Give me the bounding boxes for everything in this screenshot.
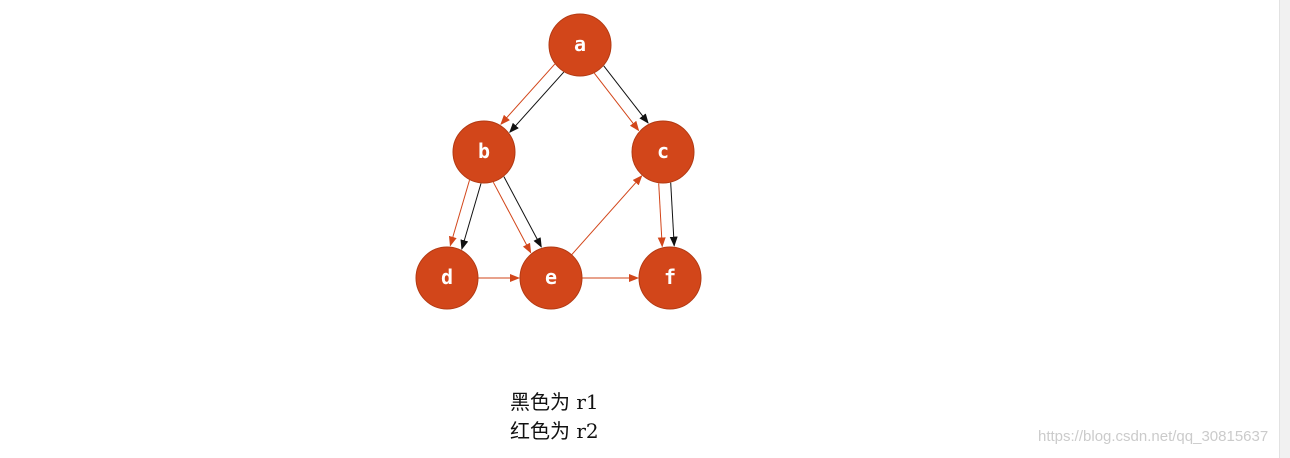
node-d-label: d bbox=[441, 265, 453, 289]
nodes-layer: a b c d e f bbox=[415, 13, 702, 310]
edge-r1-a-c bbox=[603, 65, 649, 124]
node-f-circle bbox=[638, 246, 702, 310]
edges-layer bbox=[448, 63, 678, 282]
edge-r2-b-d bbox=[448, 179, 470, 247]
edge-r1-a-b bbox=[509, 71, 565, 133]
node-a-label: a bbox=[574, 32, 586, 56]
node-b-circle bbox=[452, 120, 516, 184]
edge-r1-b-e bbox=[503, 176, 542, 248]
node-d: d bbox=[415, 246, 479, 310]
legend-r2-text: 红色为 r2 bbox=[510, 419, 599, 443]
node-d-circle bbox=[415, 246, 479, 310]
node-f: f bbox=[638, 246, 702, 310]
edge-r2-a-c bbox=[593, 72, 640, 132]
node-b: b bbox=[452, 120, 516, 184]
edge-r2-b-e bbox=[492, 181, 532, 254]
node-e-circle bbox=[519, 246, 583, 310]
vertical-scrollbar[interactable] bbox=[1279, 0, 1290, 458]
node-c-circle bbox=[631, 120, 695, 184]
watermark-text: https://blog.csdn.net/qq_30815637 bbox=[1038, 428, 1269, 445]
edge-r2-c-f bbox=[657, 183, 666, 248]
node-c: c bbox=[631, 120, 695, 184]
legend-r1-text: 黑色为 r1 bbox=[510, 390, 599, 414]
node-b-label: b bbox=[478, 139, 490, 163]
node-f-label: f bbox=[664, 265, 676, 289]
edge-r2-e-c bbox=[571, 175, 643, 256]
edge-r2-a-b bbox=[500, 63, 556, 125]
edge-r1-c-f bbox=[669, 182, 678, 247]
node-c-label: c bbox=[657, 139, 669, 163]
node-a: a bbox=[548, 13, 612, 77]
edge-r1-b-d bbox=[460, 183, 482, 250]
node-e-label: e bbox=[545, 265, 557, 289]
node-e: e bbox=[519, 246, 583, 310]
node-a-circle bbox=[548, 13, 612, 77]
